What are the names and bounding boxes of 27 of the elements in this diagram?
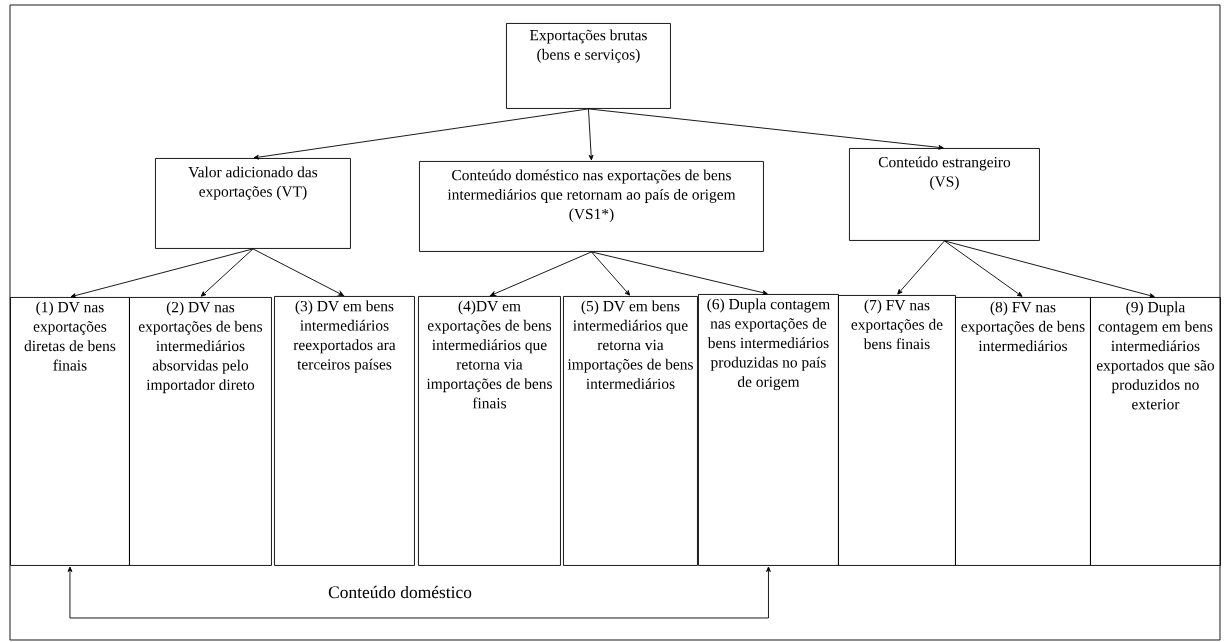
arrow [67,566,771,619]
box: (8) FV nas exportações de bens intermediários [955,297,1091,566]
arrow [70,248,254,298]
box: (7) FV nas exportações de bens finais [838,295,956,566]
edge-label: Conteúdo doméstico [326,583,474,601]
box: (3) DV em bens intermediários reexportados ara terceiros países [274,296,415,566]
arrow [944,240,1023,297]
box: Valor adicionado das exportações (VT) [155,158,351,249]
arrow [200,248,254,297]
arrow [897,240,945,295]
arrow [252,248,344,296]
arrow [490,251,592,296]
arrow [588,108,594,161]
arrow [944,240,1155,298]
box: (9) Dupla contagem em bens intermediários exportados que são produzidos no exterior [1090,297,1221,566]
arrow [591,251,768,296]
arrow [591,251,631,296]
arrow [253,108,589,160]
box: (5) DV em bens intermediários que retorna via importações de bens intermediários [563,296,698,566]
box: Exportações brutas (bens e serviços) [506,23,671,109]
box: (4)DV em exportações de bens intermediários que retorna via importações de bens finais [418,296,561,566]
arrow [588,108,944,150]
box: Conteúdo doméstico nas exportações de bens intermediários que retornam ao país de origem (VS1*) [419,161,764,252]
box: (1) DV nas exportações diretas de bens finais [10,297,130,566]
box: Conteúdo estrangeiro (VS) [849,148,1040,241]
box: (2) DV nas exportações de bens intermediários absorvidas pelo importador direto [129,297,272,566]
box: (6) Dupla contagem nas exportações de bens intermediários produzidas no país de origem [698,294,839,566]
